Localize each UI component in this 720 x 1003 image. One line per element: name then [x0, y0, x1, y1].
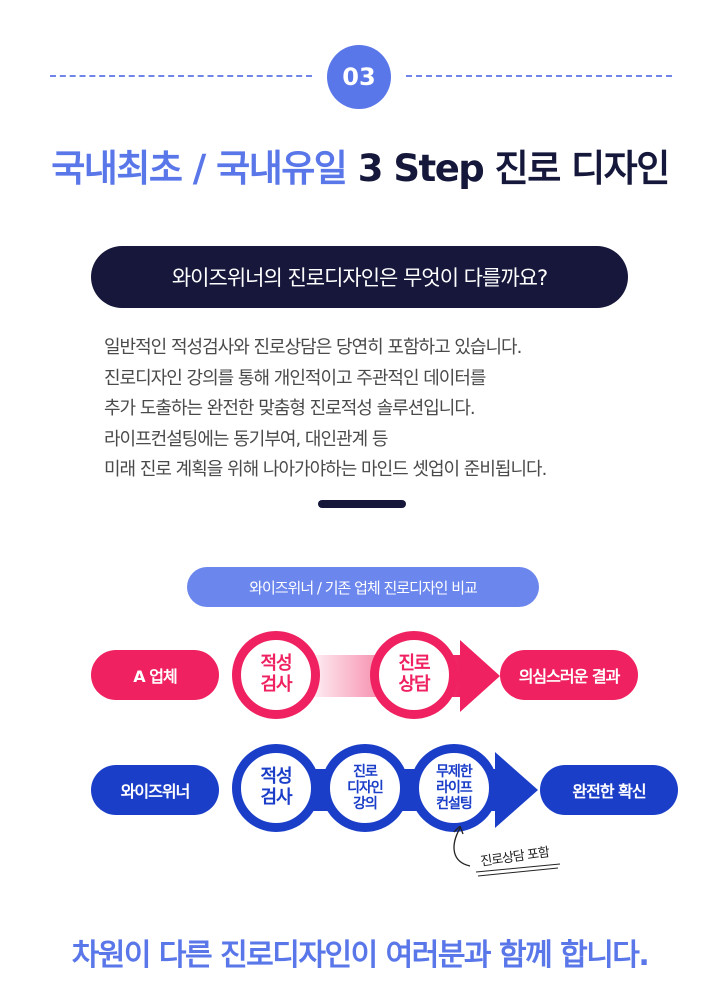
question-banner: 와이즈위너의 진로디자인은 무엇이 다를까요?: [91, 246, 628, 308]
description-line: 추가 도출하는 완전한 맞춤형 진로적성 솔루션입니다.: [104, 398, 476, 419]
row-b-arrow-head: [495, 752, 538, 828]
description-line: 일반적인 적성검사와 진로상담은 당연히 포함하고 있습니다.: [104, 337, 522, 358]
section-number-badge: 03: [327, 45, 391, 109]
row-b-step-aptitude: 적성 검사: [232, 744, 320, 832]
step-label: 진로 디자인 강의: [347, 763, 384, 813]
row-b-result: 완전한 확신: [540, 765, 678, 815]
page-title: 국내최초 / 국내유일 3 Step 진로 디자인: [0, 138, 720, 192]
description-line: 미래 진로 계획을 위해 나아가야하는 마인드 셋업이 준비됩니다.: [104, 459, 547, 480]
header-dash-left: [50, 75, 312, 77]
title-accent: 국내최초 / 국내유일: [51, 147, 348, 190]
row-b-label: 와이즈위너: [91, 765, 219, 815]
curved-arrow-icon: [453, 826, 561, 877]
row-b-step-consulting: 무제한 라이프 컨설팅: [410, 744, 498, 832]
row-a-arrow-head: [460, 640, 500, 712]
title-main: 3 Step 진로 디자인: [357, 147, 671, 190]
description-line: 라이프컨설팅에는 동기부여, 대인관계 등: [104, 428, 388, 450]
description: 일반적인 적성검사와 진로상담은 당연히 포함하고 있습니다. 진로디자인 강의…: [104, 333, 664, 486]
header-dash-right: [406, 75, 672, 77]
section-divider: [318, 500, 406, 508]
row-a-step-counseling: 진로 상담: [370, 631, 458, 719]
row-a-result: 의심스러운 결과: [500, 650, 638, 700]
step-label: 무제한 라이프 컨설팅: [436, 763, 473, 813]
row-a-label: A 업체: [91, 650, 219, 700]
row-a-step-aptitude: 적성 검사: [232, 631, 320, 719]
step-label: 적성 검사: [260, 653, 292, 695]
row-b-step-lecture: 진로 디자인 강의: [321, 744, 409, 832]
comparison-title: 와이즈위너 / 기존 업체 진로디자인 비교: [187, 567, 539, 607]
description-line: 진로디자인 강의를 통해 개인적이고 주관적인 데이터를: [104, 367, 487, 389]
footer-tagline: 차원이 다른 진로디자인이 여러분과 함께 합니다.: [71, 938, 650, 973]
step-label: 진로 상담: [398, 653, 430, 695]
step-label: 적성 검사: [260, 766, 292, 808]
